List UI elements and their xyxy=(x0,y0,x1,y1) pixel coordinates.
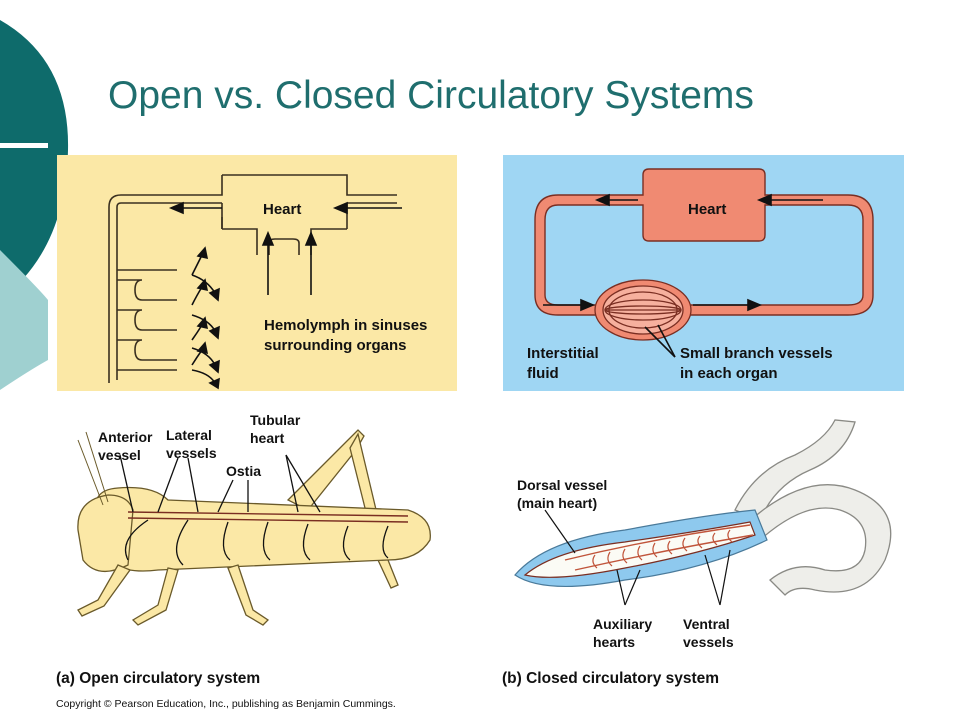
tubular-line1: Tubular xyxy=(250,412,301,428)
ventral-line2: vessels xyxy=(683,634,734,650)
ventral-line1: Ventral xyxy=(683,616,730,632)
tubular-line2: heart xyxy=(250,430,285,446)
closed-system-diagram: Heart Interstitial fluid Small branch ve… xyxy=(503,155,904,391)
interstitial-line1: Interstitial xyxy=(527,345,599,362)
open-system-caption: (a) Open circulatory system xyxy=(56,670,261,687)
ostia-label: Ostia xyxy=(226,463,261,479)
copyright-notice: Copyright © Pearson Education, Inc., pub… xyxy=(56,698,396,710)
hemolymph-label-line1: Hemolymph in sinuses xyxy=(264,317,427,334)
closed-heart-label: Heart xyxy=(688,201,726,218)
open-heart-label: Heart xyxy=(263,201,301,218)
earthworm-illustration: Dorsal vessel (main heart) Auxiliary hea… xyxy=(514,419,892,650)
auxiliary-line1: Auxiliary xyxy=(593,616,652,632)
anterior-line2: vessel xyxy=(98,447,141,463)
closed-system-caption: (b) Closed circulatory system xyxy=(502,670,720,687)
interstitial-line2: fluid xyxy=(527,365,559,382)
auxiliary-line2: hearts xyxy=(593,634,635,650)
dorsal-line2: (main heart) xyxy=(517,495,597,511)
branch-vessels-line2: in each organ xyxy=(680,365,778,382)
slide-title: Open vs. Closed Circulatory Systems xyxy=(108,74,754,117)
open-system-diagram: Heart Hemolymph in sinuses surrounding o… xyxy=(57,155,457,391)
lateral-line2: vessels xyxy=(166,445,217,461)
decorative-teal-shapes xyxy=(0,20,69,390)
branch-vessels-line1: Small branch vessels xyxy=(680,345,833,362)
grasshopper-illustration: Anterior vessel Lateral vessels Tubular … xyxy=(77,412,431,626)
lateral-line1: Lateral xyxy=(166,427,212,443)
dorsal-line1: Dorsal vessel xyxy=(517,477,607,493)
anterior-line1: Anterior xyxy=(98,429,153,445)
hemolymph-label-line2: surrounding organs xyxy=(264,337,407,354)
